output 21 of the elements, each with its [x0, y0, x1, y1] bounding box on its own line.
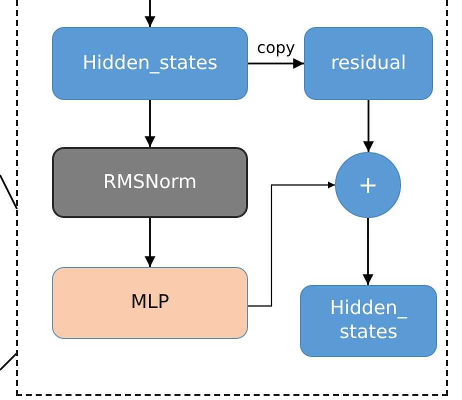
arrow	[363, 100, 374, 152]
process-box	[52, 27, 248, 100]
box-label: residual	[330, 52, 406, 76]
dashed-frame	[16, 0, 448, 396]
arrow	[144, 0, 156, 27]
arrow	[144, 100, 156, 147]
box-label: Hidden_ states	[329, 297, 408, 345]
process-box	[304, 27, 433, 100]
box-label: MLP	[130, 291, 170, 315]
process-box	[52, 267, 248, 339]
connector-line	[0, 352, 18, 371]
arrow	[144, 218, 156, 267]
box-label: RMSNorm	[103, 170, 197, 194]
arrow	[248, 181, 335, 307]
box-label: Hidden_states	[82, 52, 218, 76]
process-box	[52, 147, 248, 218]
arrow	[362, 218, 374, 285]
plus-sign: +	[358, 170, 378, 200]
connector-line	[0, 174, 18, 210]
process-box	[300, 285, 437, 357]
arrow	[248, 58, 304, 69]
